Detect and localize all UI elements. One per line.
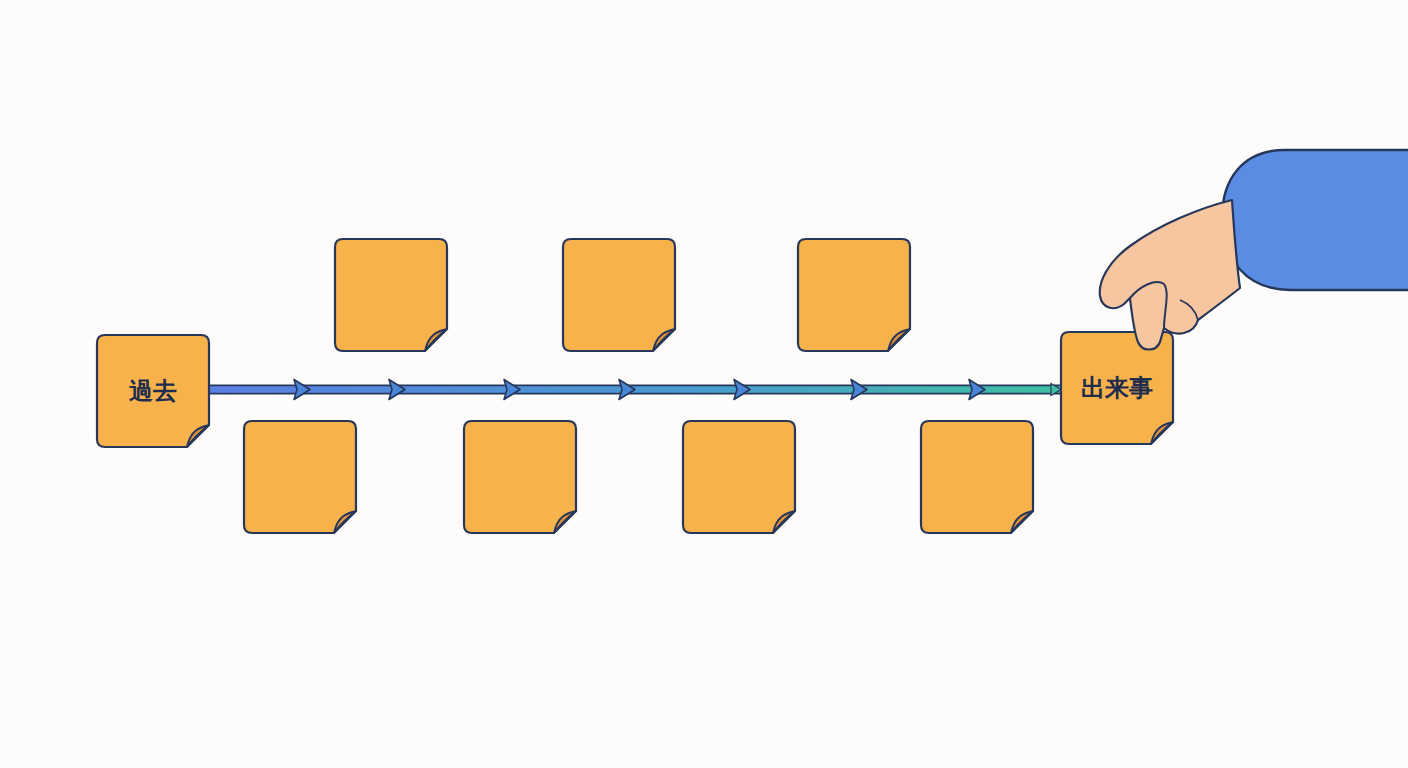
timeline-outline: [209, 385, 1061, 395]
note-label: 出来事: [1081, 372, 1153, 404]
empty-note: [335, 239, 447, 351]
empty-note: [683, 421, 795, 533]
hand: [1100, 200, 1240, 350]
sticky-note-box: 出来事: [1061, 332, 1173, 444]
empty-note: [563, 239, 675, 351]
note-label: 過去: [129, 375, 177, 407]
empty-note: [244, 421, 356, 533]
sticky-note-box: 過去: [97, 335, 209, 447]
arm-sleeve: [1222, 150, 1408, 290]
timeline-connector: [209, 386, 1061, 393]
empty-note: [464, 421, 576, 533]
note-fold: [187, 425, 209, 447]
finger-crease: [1180, 300, 1198, 320]
thumb-line: [1130, 282, 1167, 328]
empty-note: [798, 239, 910, 351]
empty-note: [921, 421, 1033, 533]
note-fold: [1151, 422, 1173, 444]
note-body: [97, 335, 209, 447]
note-body: [1061, 332, 1173, 444]
timeline-arrow: [209, 389, 1061, 390]
